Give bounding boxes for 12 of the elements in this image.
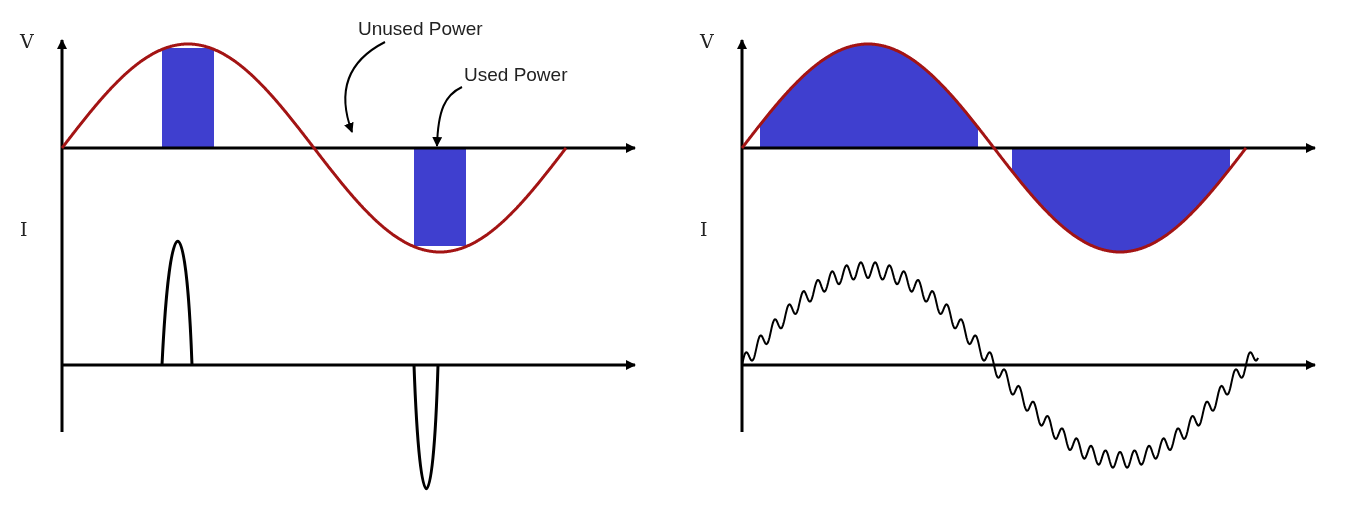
leader-arrow [432, 86, 463, 147]
power-bar [162, 48, 214, 148]
filled-area [760, 44, 978, 148]
axis-label: I [700, 218, 708, 240]
annotation-text: Used Power [464, 64, 568, 86]
leader-arrow [344, 41, 386, 133]
annotation-text: Unused Power [358, 18, 483, 40]
filled-area [1012, 148, 1230, 252]
power-bar [414, 148, 466, 246]
axis-label: V [700, 30, 714, 52]
axis-label: I [20, 218, 28, 240]
axis-label: V [20, 30, 34, 52]
